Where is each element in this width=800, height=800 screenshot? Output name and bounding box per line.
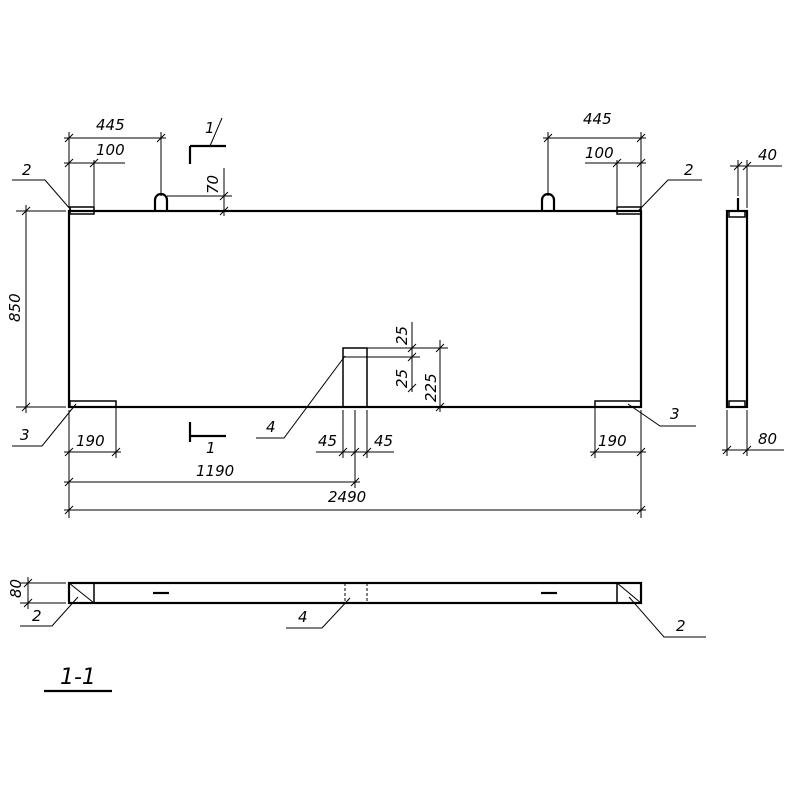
top-dimensions: 445 100 445 100 70	[64, 110, 646, 216]
side-dim-40: 40	[758, 146, 777, 164]
section-mark-top: 1	[188, 117, 226, 164]
mark-2-right: 2	[684, 161, 694, 179]
dim-1190: 1190	[196, 462, 234, 480]
mark-4: 4	[266, 418, 276, 436]
dim-445-left: 445	[96, 116, 125, 134]
dim-225: 225	[422, 373, 440, 402]
plate-2-right	[616, 206, 642, 215]
section-label-top: 1	[205, 119, 215, 137]
dim-45-right: 45	[374, 432, 393, 450]
section-mark-bottom: 1	[188, 422, 226, 457]
dim-190-left: 190	[76, 432, 105, 450]
dim-70: 70	[204, 175, 222, 194]
slab-outline	[67, 209, 643, 409]
section-outline	[67, 581, 643, 605]
section-title: 1-1	[60, 665, 96, 690]
dim-190-right: 190	[598, 432, 627, 450]
section-mark-4: 4	[298, 608, 308, 626]
plate-2-left	[69, 206, 95, 215]
section-view: 80 2 2 4 1-1	[7, 577, 706, 693]
height-dimension: 850	[6, 205, 66, 413]
section-dim-80: 80	[7, 579, 25, 598]
dim-25-top: 25	[393, 326, 411, 345]
embed-4	[342, 347, 368, 408]
plan-leaders: 2 2 3 3 4	[12, 161, 702, 447]
dim-45-left: 45	[318, 432, 337, 450]
dim-25-mid: 25	[393, 369, 411, 388]
dim-100-right: 100	[585, 144, 614, 162]
side-dim-80: 80	[758, 430, 777, 448]
section-label-bottom: 1	[206, 439, 216, 457]
side-view: 40 80	[722, 146, 784, 456]
dim-100-left: 100	[96, 141, 125, 159]
dim-850: 850	[6, 293, 24, 322]
mark-3-left: 3	[20, 426, 30, 444]
lifting-loop-right	[540, 192, 556, 211]
bottom-dimensions: 190 190 45 45 1190 2490	[64, 404, 646, 518]
dim-2490: 2490	[328, 488, 366, 506]
section-mark-2-left: 2	[32, 607, 42, 625]
dim-445-right: 445	[583, 110, 612, 128]
plan-view: 1 1 445 100	[6, 110, 702, 518]
mark-2-left: 2	[22, 161, 32, 179]
mark-3-right: 3	[670, 405, 680, 423]
side-outline	[725, 209, 749, 409]
lifting-loop-left	[153, 192, 169, 211]
section-mark-2-right: 2	[676, 617, 686, 635]
embed-dimensions: 25 25 225	[367, 322, 448, 412]
